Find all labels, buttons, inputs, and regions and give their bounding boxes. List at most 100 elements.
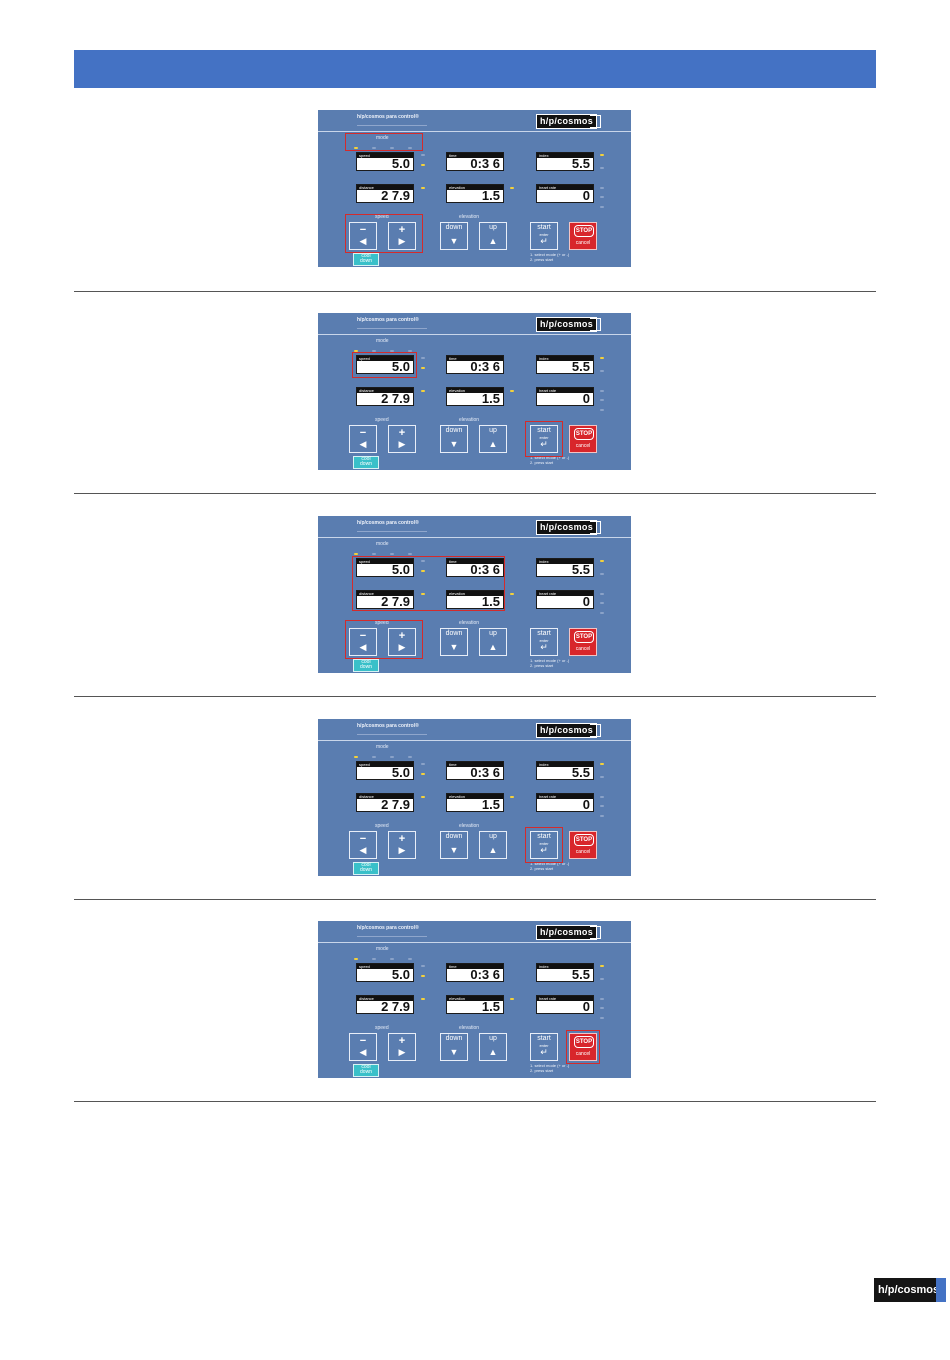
stop-button[interactable]: STOP cancel — [569, 1033, 597, 1061]
stop-button[interactable]: STOP cancel — [569, 222, 597, 250]
elevation-down-button[interactable]: down ▼ — [440, 222, 468, 250]
elevation-up-button[interactable]: up ▲ — [479, 628, 507, 656]
mode-led-2[interactable] — [372, 147, 376, 149]
mode-led-2[interactable] — [372, 350, 376, 352]
stop-button[interactable]: STOP cancel — [569, 425, 597, 453]
elevation-display: elevation 1.5 — [446, 995, 504, 1014]
speed-plus-button[interactable]: + ▶ — [388, 831, 416, 859]
mode-led-3[interactable] — [390, 553, 394, 555]
mode-led-3[interactable] — [390, 756, 394, 758]
speed-display-label: speed — [357, 559, 413, 564]
elevation-down-button[interactable]: down ▼ — [440, 831, 468, 859]
start-button[interactable]: start enter ↵ — [530, 628, 558, 656]
mode-led-1[interactable] — [354, 147, 358, 149]
elevation-down-button[interactable]: down ▼ — [440, 425, 468, 453]
cool-down-button[interactable]: cool down — [353, 659, 379, 672]
cool-down-button[interactable]: cool down — [353, 253, 379, 266]
elevation-section-label: elevation — [459, 823, 480, 829]
hr-age-led — [600, 1007, 604, 1009]
speed-minus-button[interactable]: − ◀ — [349, 222, 377, 250]
speed-minus-button[interactable]: − ◀ — [349, 1033, 377, 1061]
cool-down-button[interactable]: cool down — [353, 862, 379, 875]
triangle-up-icon: ▲ — [488, 642, 498, 652]
instructions: 1. select mode (+ or -) 2. press start — [530, 1063, 569, 1073]
mode-led-1[interactable] — [354, 350, 358, 352]
mode-led-4[interactable] — [408, 350, 412, 352]
distance-unit-led — [421, 796, 425, 798]
plus-icon: + — [398, 630, 406, 642]
elevation-up-button[interactable]: up ▲ — [479, 831, 507, 859]
speed-plus-button[interactable]: + ▶ — [388, 628, 416, 656]
start-button-label: start — [537, 630, 551, 637]
up-button-label: up — [489, 224, 497, 231]
start-button[interactable]: start enter ↵ — [530, 831, 558, 859]
distance-display-value: 2 7.9 — [381, 797, 410, 812]
time-display-label: time — [447, 559, 503, 564]
speed-plus-button[interactable]: + ▶ — [388, 1033, 416, 1061]
speed-unit-led — [421, 154, 425, 156]
stop-sign-icon: STOP — [574, 631, 594, 643]
elevation-down-button[interactable]: down ▼ — [440, 1033, 468, 1061]
index-display-value: 5.5 — [571, 359, 590, 374]
speed-unit-led — [421, 763, 425, 765]
mode-led-4[interactable] — [408, 756, 412, 758]
speed-display-label: speed — [357, 153, 413, 158]
hr-unit-led — [600, 998, 604, 1000]
index-energy-led — [600, 573, 604, 575]
elevation-down-button[interactable]: down ▼ — [440, 628, 468, 656]
index-display-label: index — [537, 356, 593, 361]
elevation-display-value: 1.5 — [481, 797, 500, 812]
cool-down-button[interactable]: cool down — [353, 1064, 379, 1077]
instruction-2: 2. press start — [530, 257, 554, 262]
enter-arrow-icon: ↵ — [540, 642, 548, 652]
stop-sign-icon: STOP — [574, 834, 594, 846]
elevation-up-button[interactable]: up ▲ — [479, 425, 507, 453]
console-divider — [318, 740, 631, 741]
elevation-up-button[interactable]: up ▲ — [479, 1033, 507, 1061]
index-display-value: 5.5 — [571, 156, 590, 171]
speed-minus-button[interactable]: − ◀ — [349, 628, 377, 656]
start-button[interactable]: start enter ↵ — [530, 425, 558, 453]
console-panel-step-3: h/p/cosmos para control® h/p/cosmos mode… — [318, 516, 631, 673]
mode-led-1[interactable] — [354, 756, 358, 758]
speed-minus-button[interactable]: − ◀ — [349, 831, 377, 859]
triangle-left-icon: ◀ — [359, 845, 367, 855]
mode-led-4[interactable] — [408, 553, 412, 555]
cool-down-button[interactable]: cool down — [353, 456, 379, 469]
speed-minus-button[interactable]: − ◀ — [349, 425, 377, 453]
elevation-display-label: elevation — [447, 794, 503, 799]
speed-plus-button[interactable]: + ▶ — [388, 222, 416, 250]
mode-led-2[interactable] — [372, 553, 376, 555]
mode-led-2[interactable] — [372, 958, 376, 960]
stop-sign-icon: STOP — [574, 1036, 594, 1048]
speed-display: speed 5.0 — [356, 558, 414, 577]
index-display: index 5.5 — [536, 152, 594, 171]
mode-led-1[interactable] — [354, 553, 358, 555]
mode-led-4[interactable] — [408, 147, 412, 149]
mode-led-2[interactable] — [372, 756, 376, 758]
cancel-label: cancel — [575, 849, 591, 855]
index-display-label: index — [537, 762, 593, 767]
speed-unit-led-active — [421, 367, 425, 369]
mode-led-3[interactable] — [390, 958, 394, 960]
heart-rate-display-label: heart rate — [537, 996, 593, 1001]
logo-frame — [590, 318, 601, 331]
start-button[interactable]: start enter ↵ — [530, 222, 558, 250]
speed-plus-button[interactable]: + ▶ — [388, 425, 416, 453]
logo-frame — [590, 724, 601, 737]
start-button[interactable]: start enter ↵ — [530, 1033, 558, 1061]
mode-led-4[interactable] — [408, 958, 412, 960]
stop-button[interactable]: STOP cancel — [569, 628, 597, 656]
triangle-down-icon: ▼ — [449, 439, 459, 449]
down-button-label: down — [445, 224, 463, 231]
mode-led-3[interactable] — [390, 147, 394, 149]
mode-led-1[interactable] — [354, 958, 358, 960]
stop-button[interactable]: STOP cancel — [569, 831, 597, 859]
elevation-up-button[interactable]: up ▲ — [479, 222, 507, 250]
enter-button-label: enter — [539, 841, 549, 846]
triangle-up-icon: ▲ — [488, 1047, 498, 1057]
mode-led-3[interactable] — [390, 350, 394, 352]
section-rule — [74, 899, 876, 900]
up-button-label: up — [489, 427, 497, 434]
speed-display-label: speed — [357, 964, 413, 969]
